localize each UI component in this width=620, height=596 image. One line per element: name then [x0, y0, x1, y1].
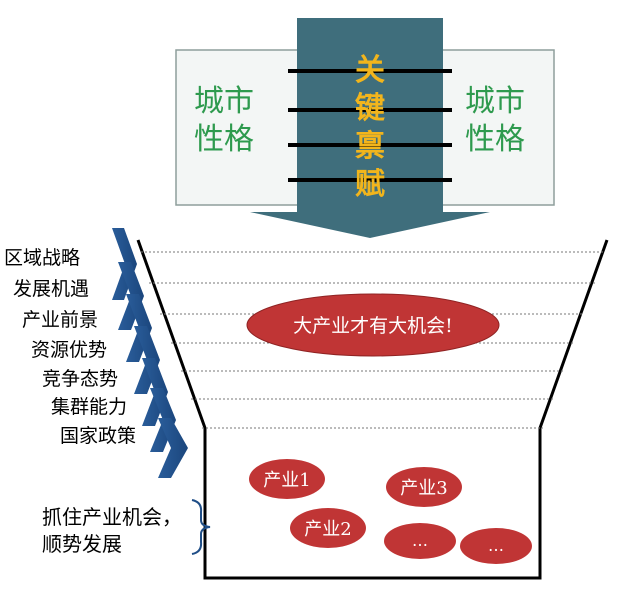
industry-ellipse — [384, 523, 456, 559]
bottom-note-line: 抓住产业机会， — [42, 505, 182, 529]
factor-label: 竞争态势 — [42, 368, 118, 390]
industry-ellipse — [290, 508, 366, 548]
factor-label: 国家政策 — [60, 425, 136, 447]
factor-label: 资源优势 — [31, 339, 107, 361]
factor-chevrons — [112, 228, 188, 478]
factor-label: 产业前景 — [22, 309, 98, 331]
big-opportunity-text: 大产业才有大机会! — [293, 315, 453, 337]
industry-ellipse — [249, 459, 325, 499]
city-character-right: 性格 — [465, 122, 525, 157]
bottom-note-line: 顺势发展 — [42, 532, 122, 556]
right-brace — [191, 499, 211, 555]
factor-label: 集群能力 — [51, 396, 127, 418]
city-character-right: 城市 — [465, 84, 525, 119]
industry-label: … — [488, 536, 504, 555]
key-char: 赋 — [355, 167, 385, 202]
funnel-outline — [136, 239, 609, 580]
key-char: 键 — [355, 91, 385, 126]
factor-label: 区域战略 — [4, 247, 80, 269]
industry-label: 产业1 — [263, 470, 310, 491]
industry-label: … — [412, 531, 428, 550]
industry-ellipse — [460, 528, 532, 564]
key-char: 禀 — [355, 129, 385, 164]
big-opportunity-ellipse — [246, 293, 500, 357]
factor-label: 发展机遇 — [13, 278, 89, 300]
industry-label: 产业3 — [400, 478, 447, 499]
key-char: 关 — [355, 53, 385, 88]
industry-label: 产业2 — [304, 519, 351, 540]
factor-labels: 区域战略 发展机遇 产业前景 资源优势 竞争态势 集群能力 国家政策 — [4, 247, 136, 447]
city-character-left: 城市 — [194, 84, 254, 119]
city-character-left: 性格 — [194, 122, 254, 157]
industry-ellipse — [386, 467, 462, 507]
